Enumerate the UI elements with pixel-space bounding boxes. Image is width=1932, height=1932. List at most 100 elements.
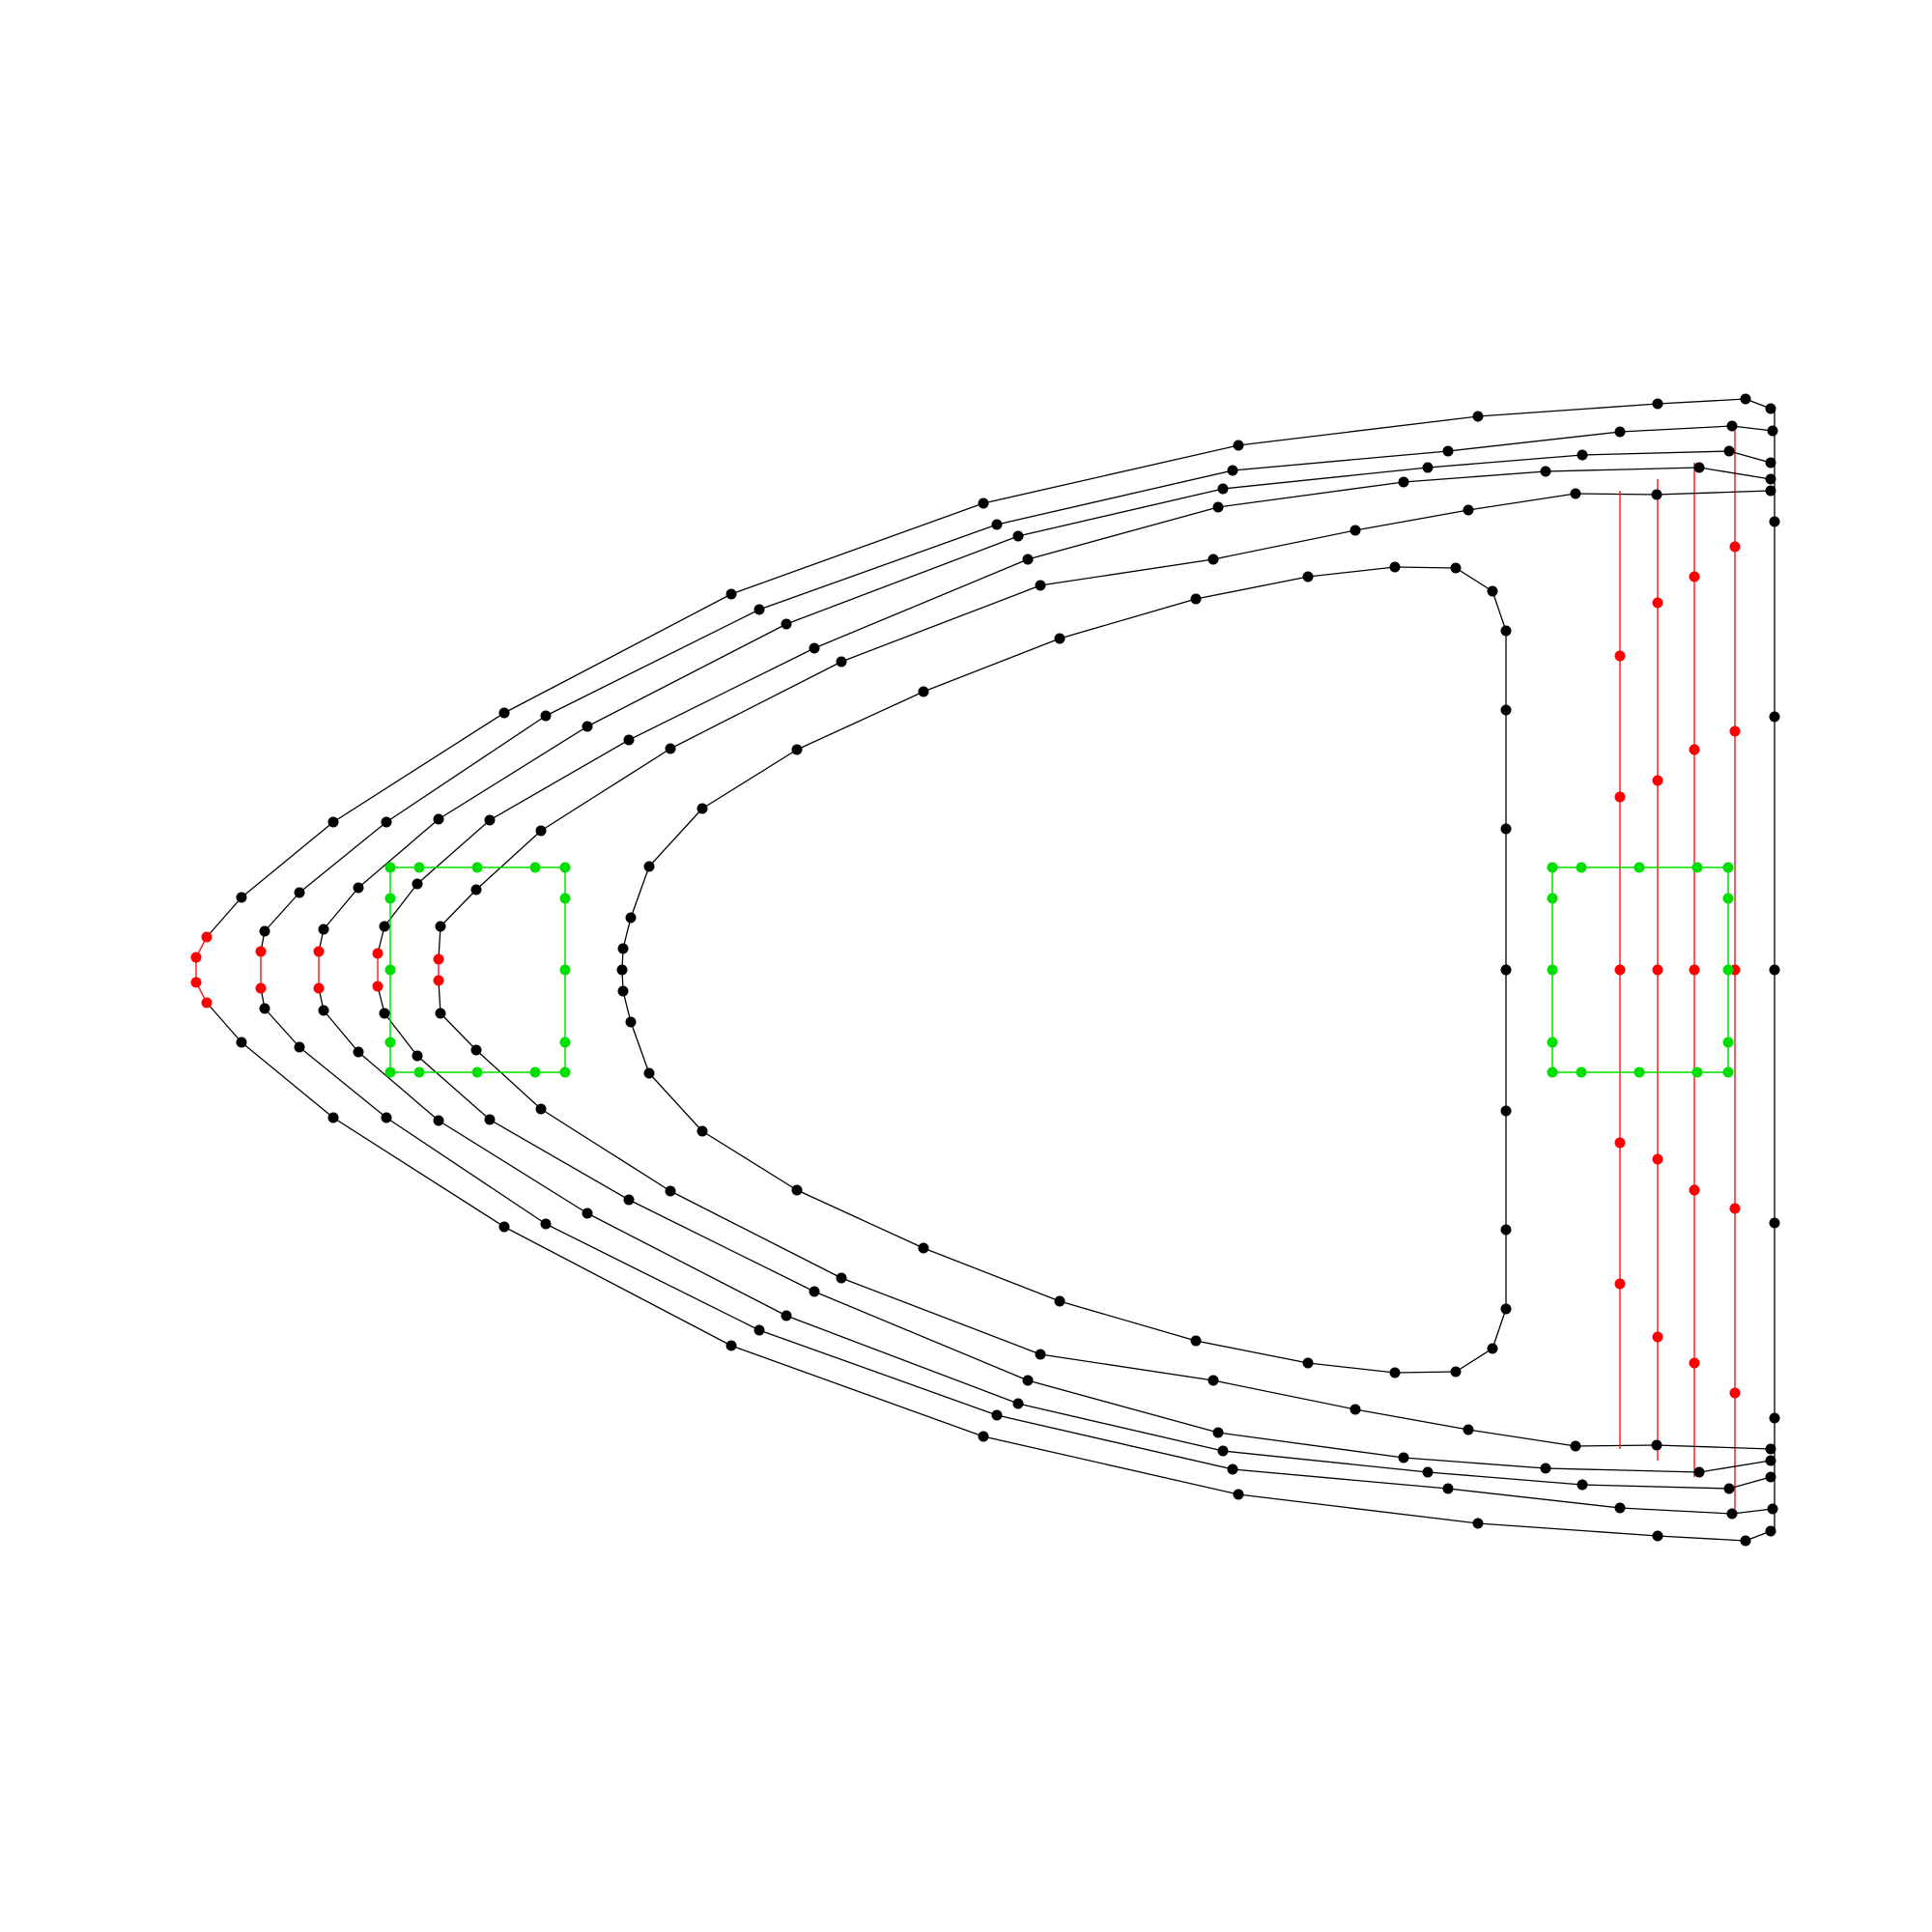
contour-segment (323, 887, 359, 930)
contour-segment (1731, 1508, 1774, 1515)
contour-point (1487, 585, 1498, 597)
right-edge-point (1729, 725, 1741, 737)
right-edge-point (1689, 571, 1700, 582)
box-point (1547, 964, 1558, 976)
box-point (1634, 1066, 1645, 1078)
contour-point (1398, 1452, 1409, 1463)
contour-segment (1059, 598, 1197, 639)
contour-segment (1059, 1300, 1197, 1342)
contour-segment (785, 1315, 1019, 1405)
contour-segment (758, 1329, 998, 1416)
contour-segment (1455, 1348, 1493, 1373)
contour-segment (1232, 1468, 1449, 1490)
contour-segment (357, 818, 440, 889)
contour-segment (1657, 398, 1747, 405)
contour-point (1487, 1343, 1498, 1354)
contour-point (753, 604, 765, 615)
contour-point (535, 825, 547, 837)
contour-segment (840, 1277, 1041, 1355)
box-point (559, 964, 571, 976)
box-point (384, 893, 396, 904)
contour-segment (1619, 425, 1733, 433)
box-point (529, 1066, 541, 1078)
contour-point (535, 1103, 547, 1115)
contour-point (259, 925, 270, 937)
box-point (384, 862, 396, 873)
right-highlight-box (1551, 867, 1729, 1073)
contour-segment (1467, 1429, 1577, 1447)
right-edge-point (1769, 964, 1780, 976)
contour-point (433, 1115, 444, 1126)
contour-segment (1467, 493, 1577, 511)
contour-point (318, 1005, 329, 1016)
contour-point (435, 921, 446, 932)
contour-point (1540, 466, 1551, 477)
contour-point (1350, 525, 1361, 536)
contour-segment (1222, 1450, 1429, 1473)
contour-point (1767, 425, 1778, 437)
contour-segment (1427, 454, 1583, 469)
box-point (559, 893, 571, 904)
right-edge-point (1689, 964, 1700, 976)
contour-point (1302, 1357, 1314, 1369)
contour-point (372, 948, 384, 959)
contour-segment (545, 609, 760, 717)
contour-point (696, 1125, 708, 1137)
contour-segment (1237, 1493, 1479, 1524)
contour-point (313, 946, 325, 957)
contour-segment (384, 883, 418, 927)
contour-point (1723, 1483, 1735, 1494)
contour-segment (1492, 590, 1507, 632)
contour-segment (630, 866, 650, 919)
contour-segment (758, 524, 998, 611)
contour-point (1442, 1483, 1454, 1494)
box-point (1722, 893, 1734, 904)
contour-point (625, 912, 637, 923)
contour-segment (1195, 576, 1309, 600)
right-edge-point (1500, 704, 1512, 716)
contour-point (918, 1242, 929, 1254)
contour-point (1054, 1295, 1065, 1307)
contour-segment (982, 1435, 1239, 1495)
contour-point (1212, 501, 1224, 513)
right-edge-point (1614, 650, 1626, 662)
contour-point (433, 953, 444, 965)
contour-point (1765, 1525, 1776, 1537)
contour-segment (996, 469, 1234, 526)
contour-point (1652, 398, 1663, 410)
contour-point (294, 1041, 305, 1053)
contour-point (1442, 445, 1454, 457)
contour-segment (440, 889, 477, 927)
contour-segment (669, 1190, 842, 1279)
contour-point (1472, 1518, 1484, 1529)
right-edge-point (1769, 1217, 1780, 1229)
contour-segment (648, 808, 703, 867)
contour-point (1614, 426, 1626, 438)
right-edge-point (1652, 1153, 1663, 1165)
contour-point (1767, 1503, 1778, 1515)
contour-point (753, 1324, 765, 1336)
contour-point (1208, 554, 1219, 565)
contour-segment (384, 1012, 418, 1057)
box-point (1722, 1066, 1734, 1078)
contour-point (353, 1046, 364, 1058)
contour-segment (241, 821, 334, 898)
contour-segment (796, 1189, 924, 1249)
contour-segment (628, 1199, 815, 1293)
contour-segment (489, 1119, 630, 1201)
contour-point (1693, 462, 1705, 473)
contour-point (918, 686, 929, 697)
contour-segment (1427, 1471, 1583, 1486)
contour-point (781, 618, 792, 630)
contour-segment (385, 1117, 547, 1225)
contour-point (1500, 1303, 1512, 1315)
contour-segment (416, 1055, 491, 1121)
contour-point (1652, 1530, 1663, 1542)
contour-segment (1698, 1460, 1772, 1473)
contour-point (1765, 1471, 1776, 1483)
box-point (1691, 1066, 1703, 1078)
contour-segment (1354, 509, 1469, 531)
right-edge-point (1769, 516, 1780, 527)
right-edge-point (1652, 1331, 1663, 1343)
